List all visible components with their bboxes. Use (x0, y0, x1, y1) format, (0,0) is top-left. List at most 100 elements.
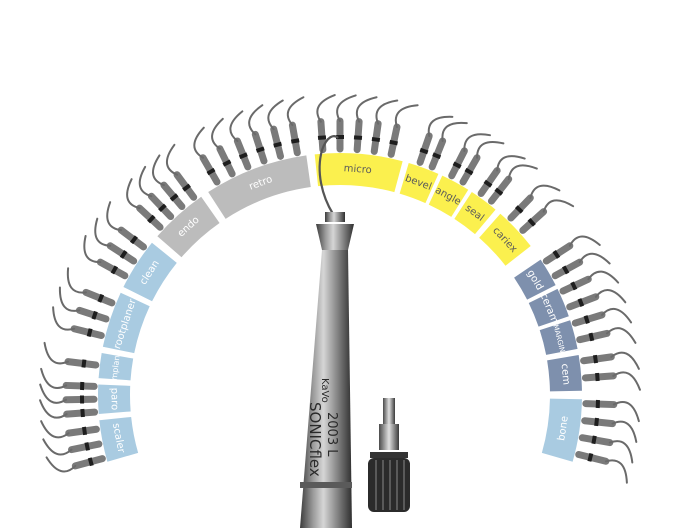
handpiece-brand-text: SONICflex (306, 402, 324, 477)
handpiece-model-text: 2003 L (324, 412, 339, 457)
tip-thread (295, 139, 296, 143)
instrument-tip (337, 95, 356, 149)
instrument-tip (523, 200, 573, 230)
instrument-tip (41, 421, 96, 437)
coupling-adapter (368, 398, 410, 512)
instrument-tip (570, 290, 626, 307)
band-label-micro: micro (343, 163, 372, 176)
tip-thread (423, 149, 424, 153)
tip-wire (497, 156, 525, 170)
tip-thread (113, 269, 116, 271)
tip-wire (317, 95, 334, 122)
tip-wire (107, 202, 121, 230)
instrument-tip (43, 439, 99, 454)
sonicflex-handpiece: KaVo SONICflex 2003 L (300, 136, 354, 528)
tip-thread (588, 457, 592, 458)
tip-thread (150, 218, 153, 221)
tip-thread (498, 190, 500, 193)
tip-thread (555, 253, 558, 255)
tip-wire (570, 236, 600, 245)
tip-thread (579, 302, 583, 303)
instrument-tip (68, 268, 112, 303)
tip-wire (612, 422, 636, 442)
tip-wire (596, 290, 626, 302)
tip-wire (47, 457, 76, 471)
instrument-tip (584, 353, 639, 369)
tip-wire (477, 142, 503, 158)
band-label-paro: paro (108, 388, 119, 411)
tip-wire (509, 165, 537, 179)
tip-thread (572, 285, 576, 287)
tip-thread (277, 143, 278, 147)
tip-wire (337, 95, 356, 121)
tip-thread (161, 206, 164, 209)
tip-thread (564, 269, 567, 271)
tip-thread (376, 138, 377, 142)
tip-thread (132, 239, 135, 241)
coupling-collar (379, 424, 399, 450)
tip-body (151, 196, 170, 216)
tip-wire (127, 179, 139, 208)
tip-wire (230, 111, 242, 141)
tip-body (164, 185, 182, 206)
tip-wire (43, 439, 71, 454)
tip-wire (194, 128, 203, 158)
tip-thread (83, 431, 87, 432)
tip-thread (85, 446, 89, 447)
tip-wire (544, 200, 574, 211)
tip-wire (68, 268, 86, 292)
tip-thread (589, 337, 593, 338)
instrument-tip (230, 111, 247, 167)
tip-thread (243, 154, 244, 158)
instrument-tip (575, 309, 631, 323)
instrument-tip (546, 236, 599, 261)
tip-wire (610, 441, 632, 462)
instrument-tip (585, 372, 640, 389)
coupling-stem (383, 398, 395, 424)
tip-wire (357, 97, 377, 121)
tip-wire (396, 105, 418, 127)
tip-thread (89, 461, 93, 462)
band-label-cem: cem (559, 363, 572, 385)
tip-body (110, 246, 133, 261)
tip-thread (99, 298, 103, 299)
instrument-tip (41, 369, 94, 388)
tip-wire (288, 97, 304, 125)
tip-wire (268, 101, 282, 130)
tip-wire (530, 186, 559, 198)
tip-thread (585, 319, 589, 320)
tip-thread (88, 332, 92, 333)
instrument-tip (45, 343, 96, 365)
handpiece-nose (316, 224, 354, 250)
tip-wire (614, 402, 639, 421)
tip-wire (588, 272, 618, 283)
tip-wire (249, 105, 262, 134)
tip-thread (210, 170, 212, 173)
tip-thread (173, 196, 176, 199)
tip-wire (140, 167, 152, 196)
tip-wire (41, 369, 66, 388)
handpiece-tip-collar (325, 212, 345, 222)
tip-wire (153, 155, 164, 185)
instrument-tip (288, 97, 304, 153)
tip-thread (436, 154, 437, 158)
instrument-tip (95, 219, 133, 261)
instrument-tip (194, 128, 217, 182)
instrument-tip (249, 105, 264, 161)
tip-wire (167, 145, 177, 175)
tip-thread (226, 161, 228, 165)
tip-wire (607, 328, 635, 343)
instrument-tip (212, 119, 232, 174)
tip-wire (376, 101, 397, 124)
coupling-ring (370, 452, 408, 458)
tip-wire (606, 460, 627, 482)
instrument-tip (579, 455, 627, 483)
instrument-tip (391, 105, 417, 154)
tip-thread (393, 141, 394, 145)
tip-wire (212, 119, 223, 149)
tip-wire (45, 343, 68, 364)
tip-wire (602, 309, 631, 323)
instrument-tip (268, 101, 282, 157)
handpiece-logo-text: KaVo (319, 378, 330, 403)
